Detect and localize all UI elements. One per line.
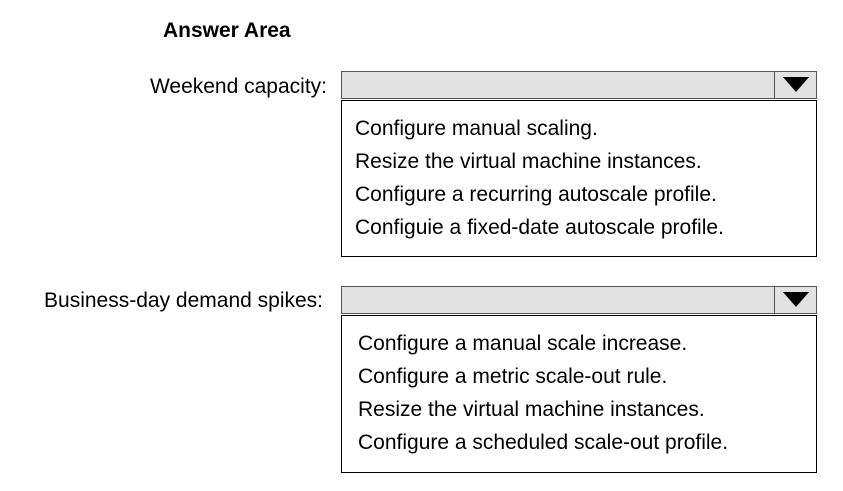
option-item[interactable]: Resize the virtual machine instances. bbox=[358, 398, 705, 421]
weekend-capacity-options-list: Configure manual scaling. Resize the vir… bbox=[341, 100, 817, 257]
option-item[interactable]: Configure a manual scale increase. bbox=[358, 332, 688, 355]
option-item[interactable]: Configure a recurring autoscale profile. bbox=[355, 183, 717, 206]
option-item[interactable]: Configure manual scaling. bbox=[355, 117, 598, 140]
dropdown-arrow-button[interactable] bbox=[774, 287, 816, 313]
weekend-capacity-dropdown[interactable] bbox=[341, 71, 817, 99]
business-day-demand-spikes-dropdown[interactable] bbox=[341, 286, 817, 314]
option-item[interactable]: Configuie a fixed-date autoscale profile… bbox=[355, 216, 724, 239]
option-item[interactable]: Configure a scheduled scale-out profile. bbox=[358, 431, 729, 454]
answer-area-title: Answer Area bbox=[163, 19, 291, 42]
weekend-capacity-label: Weekend capacity: bbox=[149, 75, 327, 98]
business-day-demand-spikes-options-list: Configure a manual scale increase. Confi… bbox=[341, 315, 817, 473]
option-item[interactable]: Resize the virtual machine instances. bbox=[355, 150, 702, 173]
triangle-down-icon bbox=[782, 292, 809, 307]
business-day-demand-spikes-label: Business-day demand spikes: bbox=[44, 289, 323, 312]
dropdown-arrow-button[interactable] bbox=[774, 72, 816, 98]
option-item[interactable]: Configure a metric scale-out rule. bbox=[358, 365, 668, 388]
triangle-down-icon bbox=[782, 77, 809, 92]
